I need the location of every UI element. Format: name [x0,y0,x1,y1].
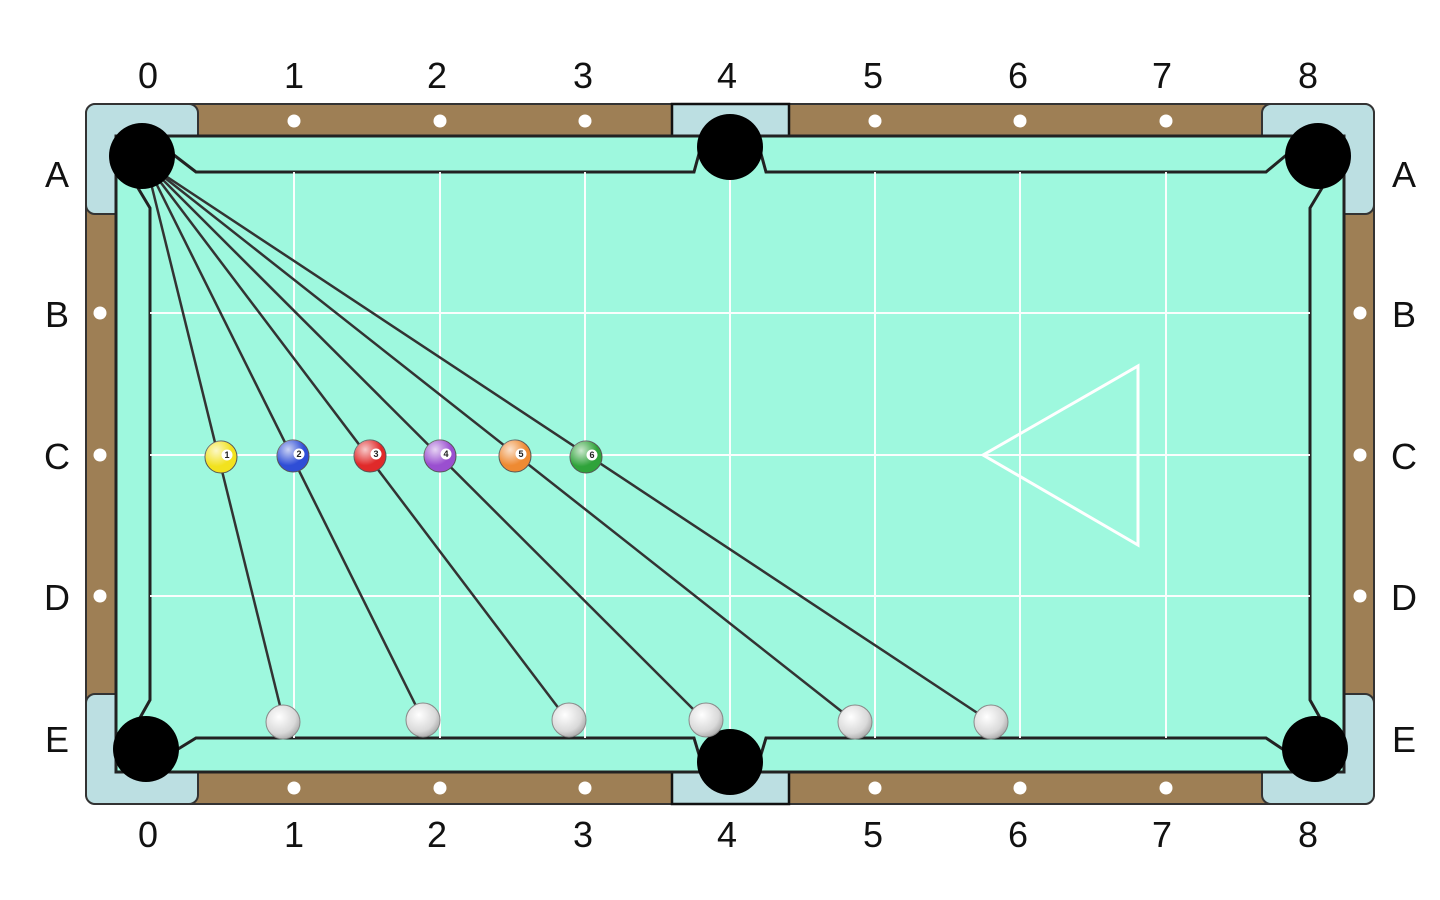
col-label: 3 [573,814,593,855]
cue-balls [265,702,1009,740]
object-ball-1: 1 [204,440,238,474]
col-label: 0 [138,814,158,855]
col-label: 4 [717,55,737,96]
object-ball-5: 5 [498,439,532,473]
column-labels-top: 0 1 2 3 4 5 6 7 8 [138,55,1318,96]
column-labels-bottom: 0 1 2 3 4 5 6 7 8 [138,814,1318,855]
cue-ball [265,704,301,740]
shot-lines [144,161,992,724]
object-ball-6: 6 [569,440,603,474]
cue-ball [973,704,1009,740]
cue-ball [688,702,724,738]
object-ball-3: 3 [353,439,387,473]
pockets [109,114,1351,795]
row-label: E [1392,719,1416,760]
ball-number: 1 [224,450,229,460]
pocket-corner-bottom-right [1282,716,1348,782]
col-label: 6 [1008,55,1028,96]
ball-number: 6 [589,450,594,460]
rack-triangle [980,363,1140,548]
ball-number: 3 [373,449,378,459]
row-label: E [45,719,69,760]
rail-diamonds [93,114,1367,795]
row-label: B [1392,294,1416,335]
col-label: 2 [427,814,447,855]
object-ball-2: 2 [276,439,310,473]
row-label: A [1392,154,1416,195]
row-label: D [44,577,70,618]
row-label: A [45,154,69,195]
pocket-side-bottom [697,729,763,795]
col-label: 1 [284,55,304,96]
col-label: 7 [1152,814,1172,855]
row-labels-right: A B C D E [1391,154,1417,760]
object-ball-4: 4 [423,439,457,473]
col-label: 8 [1298,55,1318,96]
col-label: 5 [863,55,883,96]
col-label: 0 [138,55,158,96]
row-label: C [44,436,70,477]
pocket-side-top [697,114,763,180]
ball-number: 5 [518,449,523,459]
row-labels-left: A B C D E [44,154,70,760]
col-label: 6 [1008,814,1028,855]
ball-number: 2 [296,449,301,459]
col-label: 1 [284,814,304,855]
cue-ball [551,702,587,738]
pocket-corner-bottom-left [113,716,179,782]
col-label: 3 [573,55,593,96]
row-label: B [45,294,69,335]
row-label: C [1391,436,1417,477]
col-label: 5 [863,814,883,855]
cue-ball [837,704,873,740]
cue-ball [405,702,441,738]
ball-number: 4 [443,449,448,459]
pocket-corner-top-right [1285,123,1351,189]
pocket-corner-top-left [109,123,175,189]
row-label: D [1391,577,1417,618]
col-label: 7 [1152,55,1172,96]
col-label: 4 [717,814,737,855]
col-label: 2 [427,55,447,96]
object-balls: 1 2 3 4 5 6 [204,439,603,474]
col-label: 8 [1298,814,1318,855]
